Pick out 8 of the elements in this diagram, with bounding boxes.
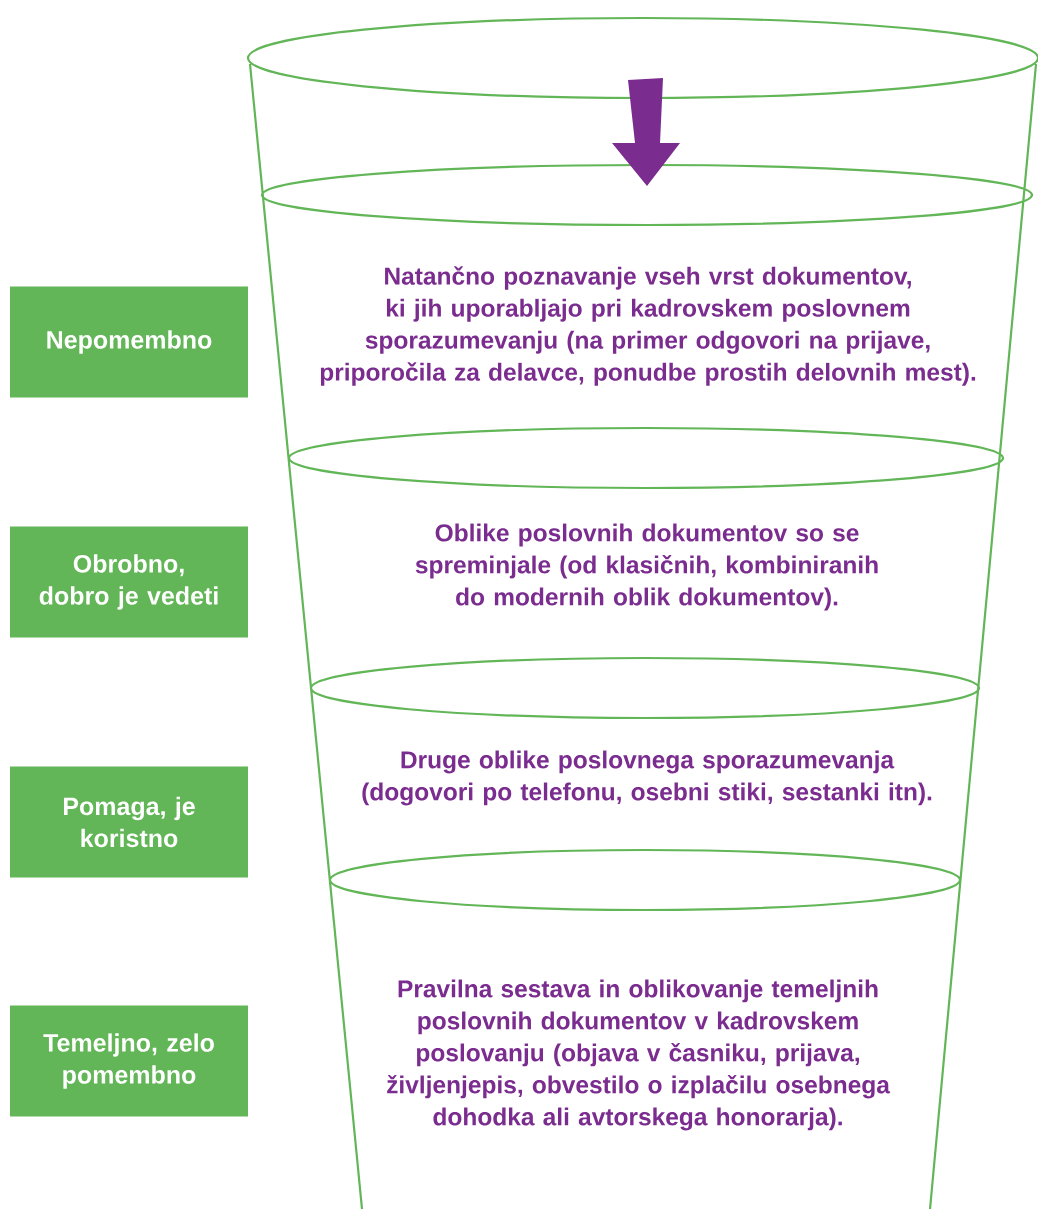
level-box: Pomaga, je koristno — [10, 766, 248, 878]
funnel-text: Pravilna sestava in oblikovanje temeljnih poslovnih dokumentov v kadrovskem poslovanju (objava v časniku, prijava, življenjepis, obvestilo o izplačilu osebnega dohodka ali avtorskega honorarja). — [387, 979, 891, 1131]
level-box: Nepomembno — [10, 286, 248, 398]
level-box: Obrobno, dobro je vedeti — [10, 526, 248, 638]
funnel-text: Oblike poslovnih dokumentov so se spreminjale (od klasičnih, kombiniranih do modernih oblik dokumentov). — [415, 523, 878, 611]
funnel-text: Natančno poznavanje vseh vrst dokumentov, ki jih uporabljajo pri kadrovskem poslovnem sporazumevanju (na primer odgovori na prijave, priporočila za delavce, ponudbe prostih delovnih mest). — [320, 266, 976, 386]
funnel-text: Druge oblike poslovnega sporazumevanja (dogovori po telefonu, osebni stiki, sestanki itn). — [362, 750, 932, 806]
level-box: Temeljno, zelo pomembno — [10, 1005, 248, 1117]
